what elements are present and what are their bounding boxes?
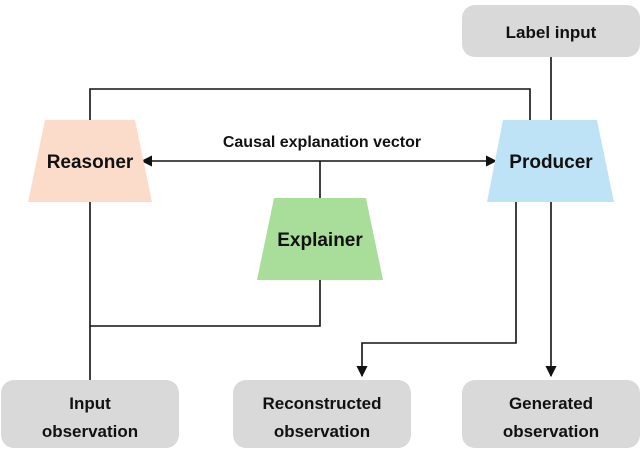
input-observation-line1: Input (69, 394, 111, 413)
input-observation-box: Input observation (1, 380, 179, 448)
input-to-explainer-connector (90, 280, 321, 327)
generated-observation-line2: observation (503, 422, 599, 441)
reasoner-module: Reasoner (28, 120, 152, 202)
reasoner-to-producer-top-connector (89, 88, 531, 120)
reasoner-shape (28, 120, 152, 202)
causal-explanation-label: Causal explanation vector (223, 134, 421, 151)
input-observation-rect (1, 380, 179, 448)
generated-observation-box: Generated observation (462, 380, 640, 448)
reconstructed-observation-line2: observation (274, 422, 370, 441)
reasoner-label: Reasoner (47, 152, 134, 173)
label-input-text: Label input (506, 23, 597, 42)
explainer-label: Explainer (277, 230, 363, 251)
reconstructed-observation-rect (233, 380, 411, 448)
explainer-module: Explainer (257, 198, 383, 280)
reconstructed-observation-box: Reconstructed observation (233, 380, 411, 448)
producer-shape (487, 120, 614, 202)
producer-module: Producer (487, 120, 614, 202)
label-input-box: Label input (462, 5, 640, 57)
reconstructed-observation-line1: Reconstructed (262, 394, 381, 413)
generated-observation-rect (462, 380, 640, 448)
producer-label: Producer (509, 152, 593, 173)
generated-observation-line1: Generated (509, 394, 593, 413)
explainer-shape (257, 198, 383, 280)
input-observation-line2: observation (42, 422, 138, 441)
label-input-rect (462, 5, 640, 57)
connectors (89, 57, 557, 380)
producer-to-reconstructed-arrow (356, 202, 517, 378)
